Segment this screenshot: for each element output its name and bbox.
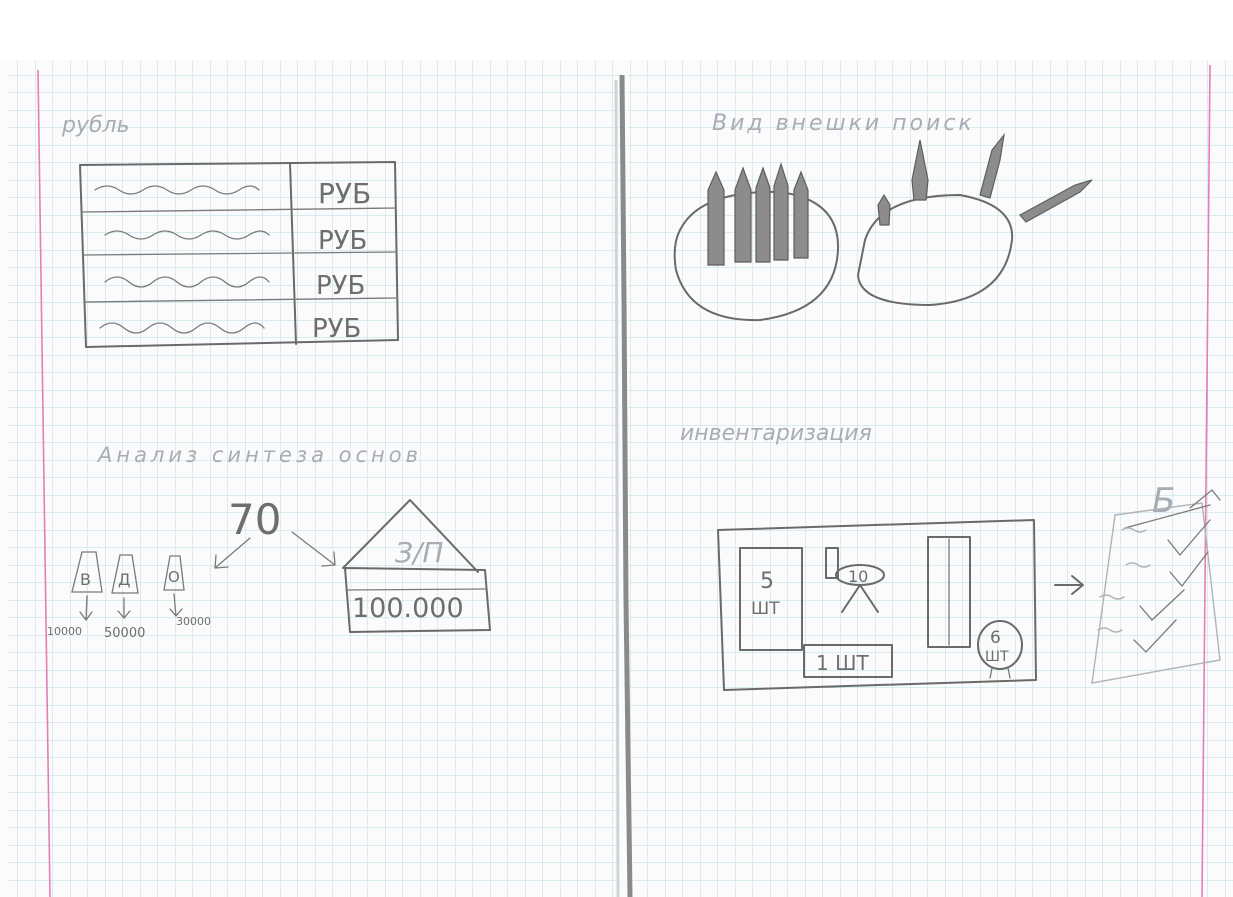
shelf-label: 1 ШТ xyxy=(816,651,869,675)
stool-count: 6 xyxy=(990,628,1001,648)
leaf-b-value: 10000 xyxy=(47,625,82,638)
heading-rubl: рубль xyxy=(61,113,130,138)
leaf-o-value: 30000 xyxy=(176,615,211,628)
leaf-d-value: 50000 xyxy=(104,626,145,641)
rub-cell-3: РУБ xyxy=(316,271,365,301)
stool-unit: ШТ xyxy=(985,649,1009,665)
heading-analysis: Анализ синтеза основ xyxy=(96,443,422,467)
tree-root-value: 70 xyxy=(228,495,281,544)
rub-cell-2: РУБ xyxy=(318,226,367,256)
heading-inventory: инвентаризация xyxy=(680,421,872,446)
desk-count: 10 xyxy=(848,567,868,586)
leaf-d-label: Д xyxy=(118,570,131,589)
checklist-mark: Б xyxy=(1152,481,1175,521)
cabinet-count: 5 xyxy=(760,569,774,594)
leaf-b-label: В xyxy=(80,570,91,589)
cabinet-unit: ШТ xyxy=(751,599,780,619)
rub-cell-4: РУБ xyxy=(312,314,361,344)
leaf-o-label: О xyxy=(168,568,180,586)
rub-cell-1: РУБ xyxy=(318,177,371,210)
heading-view: Вид внешки поиск xyxy=(712,111,975,136)
grid-left-page xyxy=(8,58,620,897)
salary-value: 100.000 xyxy=(352,593,464,624)
salary-roof-label: З/П xyxy=(395,536,443,569)
